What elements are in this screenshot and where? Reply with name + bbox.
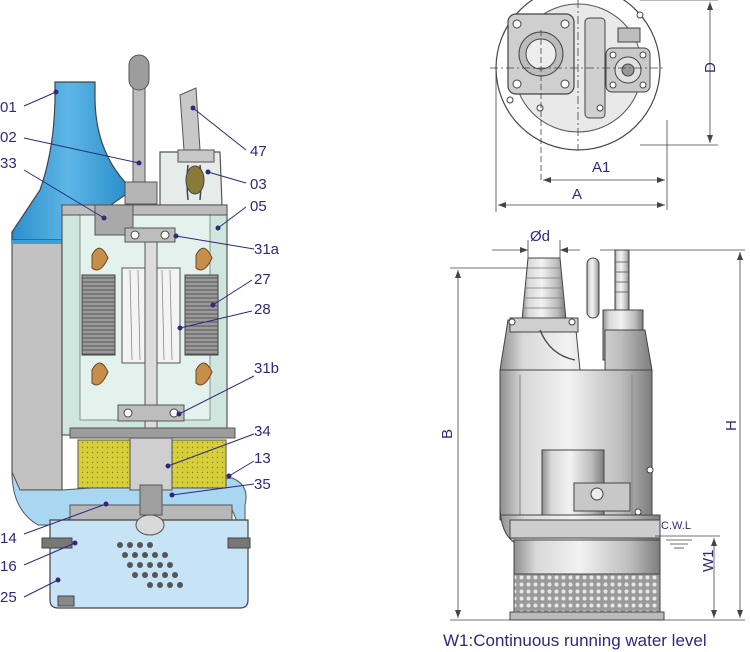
part-label-25: 25: [0, 589, 17, 606]
dim-label-W1: W1: [700, 550, 717, 573]
dim-label-D: D: [702, 62, 719, 73]
side-water-upper: [12, 240, 62, 244]
part-labels: 01 02 33 47 03 05 31a 27 28 31b 34 13 35…: [0, 99, 280, 606]
part-label-35: 35: [254, 476, 271, 493]
part-label-28: 28: [254, 301, 271, 318]
part-label-13: 13: [254, 450, 271, 467]
side-dimension-lines: [450, 240, 745, 621]
part-label-33: 33: [0, 155, 17, 172]
part-label-03: 03: [250, 176, 267, 193]
part-label-31a: 31a: [254, 241, 280, 258]
part-label-31b: 31b: [254, 360, 279, 377]
leader-lines: [23, 89, 255, 598]
oil-chamber-left: [77, 439, 131, 489]
footnote: W1:Continuous running water level: [443, 631, 707, 650]
part-label-14: 14: [0, 530, 17, 547]
dim-label-d: Ød: [530, 228, 550, 245]
dim-label-A: A: [572, 186, 582, 203]
cwl-label: C.W.L: [661, 520, 691, 532]
dim-label-A1: A1: [592, 159, 610, 176]
part-label-02: 02: [0, 129, 17, 146]
stator-left: [81, 274, 116, 356]
dim-label-B: B: [439, 429, 456, 439]
strainer-holes: [117, 542, 183, 588]
dim-label-H: H: [723, 420, 740, 431]
part-label-27: 27: [254, 271, 271, 288]
lifting-handle: [132, 79, 146, 186]
side-view: [499, 249, 665, 621]
cutaway-view: [11, 54, 251, 609]
part-label-01: 01: [0, 99, 17, 116]
stator-right: [184, 274, 219, 356]
part-label-47: 47: [250, 143, 267, 160]
part-label-34: 34: [254, 423, 271, 440]
top-view: [490, 0, 718, 212]
part-label-16: 16: [0, 558, 17, 575]
part-label-05: 05: [250, 198, 267, 215]
